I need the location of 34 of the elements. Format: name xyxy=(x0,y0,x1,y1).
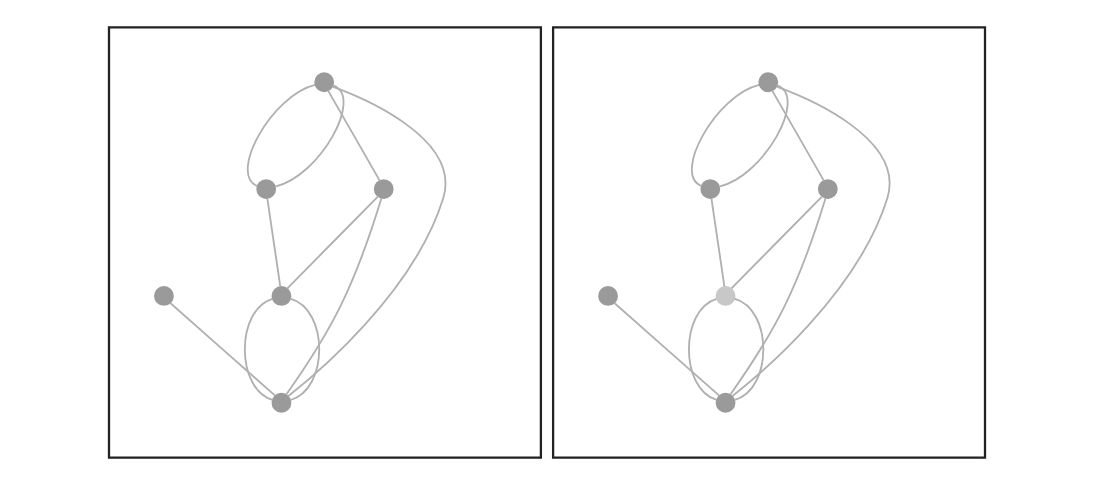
node-circle xyxy=(699,178,720,199)
connector xyxy=(265,197,281,287)
cluster xyxy=(107,25,542,459)
connector xyxy=(287,85,446,397)
node-circle xyxy=(271,392,291,413)
connector xyxy=(687,297,717,401)
node-circle xyxy=(757,71,778,92)
node-circle xyxy=(715,392,735,413)
connector xyxy=(770,89,825,181)
connector xyxy=(710,197,725,287)
connector xyxy=(732,297,764,401)
connector xyxy=(612,301,720,397)
connector xyxy=(690,83,760,187)
node-circle xyxy=(817,178,838,199)
connector xyxy=(285,195,379,289)
connector xyxy=(728,196,826,395)
connector xyxy=(168,301,276,397)
connector xyxy=(246,83,316,187)
connector xyxy=(288,297,320,401)
node-circle xyxy=(373,178,394,199)
node-circle xyxy=(153,285,174,306)
connector xyxy=(273,83,344,187)
node-circle xyxy=(313,71,334,92)
connector xyxy=(243,297,273,401)
node-circle xyxy=(715,285,735,306)
connector xyxy=(730,195,823,289)
node-circle xyxy=(255,178,276,199)
node-circle xyxy=(597,285,618,306)
node-circle xyxy=(271,285,291,306)
connector xyxy=(731,85,891,397)
connector xyxy=(717,83,789,187)
connector xyxy=(326,89,381,181)
cluster xyxy=(551,25,986,459)
connector xyxy=(284,196,382,395)
